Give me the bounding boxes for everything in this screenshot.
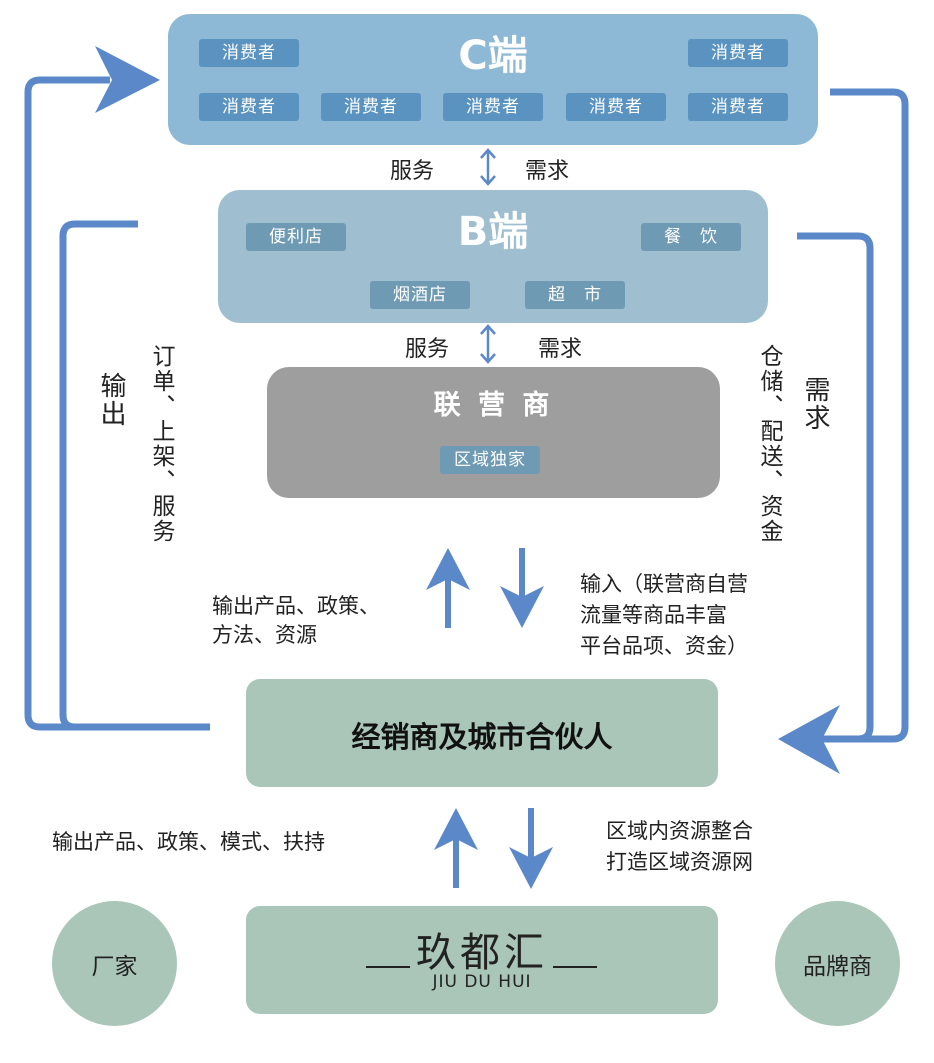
- consumer-tag: 消费者: [566, 93, 666, 121]
- manufacturer-label: 厂家: [91, 953, 138, 980]
- middle-down-arrow: [500, 548, 544, 628]
- c-b-double-arrow: [480, 148, 496, 186]
- consumer-tag: 消费者: [688, 39, 788, 67]
- outer-right-loop: [820, 88, 909, 743]
- c-end-title: C端: [458, 33, 528, 79]
- b-tag-tobacco-liquor-store: 烟酒店: [370, 281, 470, 309]
- b-tag-convenience-store: 便利店: [246, 223, 346, 251]
- c-b-service-label: 服务: [390, 159, 435, 184]
- platform-box: 玖都汇 JIU DU HUI: [246, 906, 718, 1014]
- middle-up-arrow: [426, 548, 470, 628]
- outer-left-arrowhead: [95, 46, 160, 113]
- bottom-left-text: 输出产品、政策、模式、扶持: [52, 830, 325, 854]
- right-outer-demand-label: 需求: [800, 376, 830, 432]
- inner-right-loop: [797, 232, 874, 743]
- inner-left-loop: [59, 220, 210, 731]
- bottom-down-arrow: [509, 808, 553, 889]
- agent-title: 联 营 商: [433, 390, 554, 421]
- bottom-up-arrow: [434, 808, 478, 888]
- outer-left-loop: [24, 76, 210, 731]
- consumer-tag: 消费者: [443, 93, 543, 121]
- logo-line-right: [553, 966, 597, 968]
- middle-right-text-line1: 输入（联营商自营: [580, 572, 748, 596]
- dealer-title: 经销商及城市合伙人: [351, 720, 613, 754]
- right-inner-warehouse-label: 仓储、配送、资金: [756, 344, 782, 544]
- left-inner-order-label: 订单、上架、服务: [148, 344, 174, 544]
- bottom-right-text-line2: 打造区域资源网: [606, 850, 753, 874]
- consumer-tag: 消费者: [199, 93, 299, 121]
- consumer-tag: 消费者: [199, 39, 299, 67]
- platform-logo: 玖都汇 JIU DU HUI: [246, 906, 718, 1014]
- platform-name: 玖都汇: [416, 930, 548, 976]
- b-end-box: B端 便利店 餐 饮 烟酒店 超 市: [218, 190, 768, 323]
- consumer-tag: 消费者: [688, 93, 788, 121]
- b-tag-supermarket: 超 市: [525, 281, 625, 309]
- consumer-tag: 消费者: [321, 93, 421, 121]
- brand-owner-circle: 品牌商: [775, 901, 900, 1026]
- b-tag-catering: 餐 饮: [641, 223, 741, 251]
- b-end-title: B端: [457, 209, 529, 255]
- platform-pinyin: JIU DU HUI: [432, 972, 532, 992]
- right-arrowhead: [778, 705, 840, 774]
- b-agent-double-arrow: [480, 324, 496, 364]
- c-b-demand-label: 需求: [525, 159, 570, 184]
- left-outer-output-label: 输出: [96, 372, 126, 428]
- logo-line-left: [366, 966, 410, 968]
- middle-left-text-line1: 输出产品、政策、: [212, 594, 380, 618]
- middle-right-text-line2: 流量等商品丰富: [580, 603, 727, 627]
- agent-tag-exclusive-region: 区域独家: [440, 446, 540, 474]
- brand-owner-label: 品牌商: [803, 953, 872, 980]
- dealer-box: 经销商及城市合伙人: [246, 679, 718, 787]
- b-agent-demand-label: 需求: [538, 337, 583, 362]
- c-end-box: C端 消费者 消费者 消费者 消费者 消费者 消费者 消费者: [168, 14, 818, 145]
- middle-right-text-line3: 平台品项、资金）: [580, 634, 748, 658]
- bottom-right-text-line1: 区域内资源整合: [606, 819, 753, 843]
- b-agent-service-label: 服务: [405, 337, 450, 362]
- agent-box: 联 营 商 区域独家: [267, 367, 720, 498]
- middle-left-text-line2: 方法、资源: [212, 623, 317, 647]
- manufacturer-circle: 厂家: [52, 901, 177, 1026]
